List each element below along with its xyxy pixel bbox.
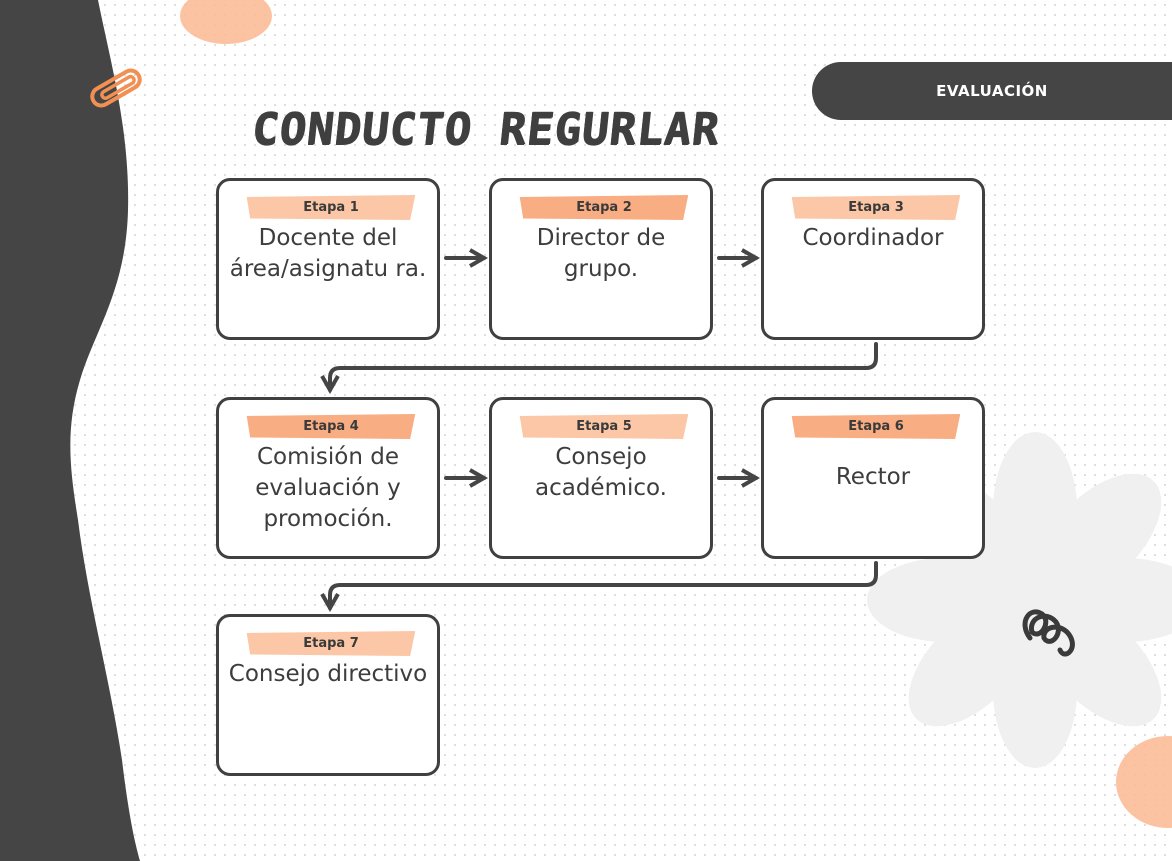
left-wave-shape xyxy=(0,0,140,861)
stage-box-4: Etapa 4 Comisión de evaluación y promoci… xyxy=(216,397,440,559)
stage-tag-5: Etapa 5 xyxy=(519,414,689,439)
paperclip-icon xyxy=(90,68,142,108)
stage-tag-2: Etapa 2 xyxy=(519,195,689,220)
stage-box-2: Etapa 2 Director de grupo. xyxy=(489,178,713,340)
stage-text-4: Comisión de evaluación y promoción. xyxy=(255,444,401,532)
stage-tag-7: Etapa 7 xyxy=(246,631,416,656)
stage-text-2: Director de grupo. xyxy=(536,225,666,282)
stage-tag-1: Etapa 1 xyxy=(246,195,416,220)
stage-text-1: Docente del área/asignatu ra. xyxy=(229,225,427,282)
bottom-orange-blob xyxy=(1116,736,1172,828)
stage-box-7: Etapa 7 Consejo directivo xyxy=(216,614,440,776)
stage-box-3: Etapa 3 Coordinador xyxy=(761,178,985,340)
stage-text-3: Coordinador xyxy=(802,225,944,251)
flower-decoration xyxy=(867,432,1172,768)
stage-text-7: Consejo directivo xyxy=(228,661,428,687)
stage-text-6: Rector xyxy=(835,464,911,490)
stage-text-5: Consejo académico. xyxy=(534,444,667,501)
top-orange-blob xyxy=(180,0,272,44)
stage-tag-6: Etapa 6 xyxy=(791,414,961,439)
stage-tag-4: Etapa 4 xyxy=(246,414,416,439)
page-title: CONDUCTO REGURLAR xyxy=(249,104,723,155)
stage-box-6: Etapa 6 Rector xyxy=(761,397,985,559)
banner-label: EVALUACIÓN xyxy=(936,82,1048,100)
arrow-6-to-7 xyxy=(320,561,878,613)
stage-tag-3: Etapa 3 xyxy=(791,195,961,220)
stage-box-1: Etapa 1 Docente del área/asignatu ra. xyxy=(216,178,440,340)
section-banner: EVALUACIÓN xyxy=(812,62,1172,120)
arrow-3-to-4 xyxy=(320,342,878,395)
stage-box-5: Etapa 5 Consejo académico. xyxy=(489,397,713,559)
squiggle-icon xyxy=(1022,609,1075,657)
